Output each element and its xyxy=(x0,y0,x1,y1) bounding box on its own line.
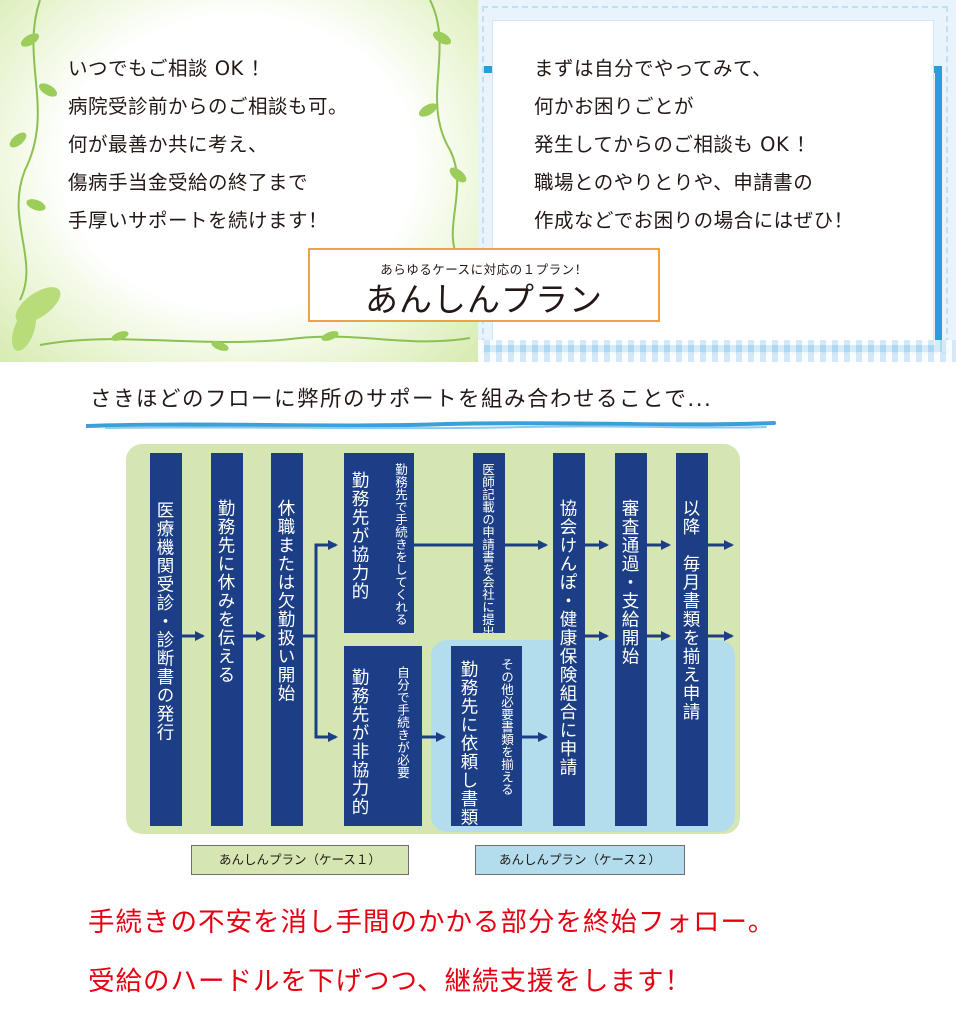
left-line: いつでもご相談 OK ！ xyxy=(68,57,271,80)
left-line: 手厚いサポートを続けます！ xyxy=(68,209,329,232)
step-employer-handles: 勤務先で手続きをしてくれる xyxy=(372,453,414,633)
right-line: 職場とのやりとりや、申請書の xyxy=(534,171,814,194)
step-other-documents: その他必要書類を揃える xyxy=(481,646,522,826)
right-line: 何かお困りごとが xyxy=(534,95,695,118)
left-line: 病院受診前からのご相談も可。 xyxy=(68,95,349,118)
step-uncooperative: 勤務先が非協力的 xyxy=(344,646,372,826)
step-notify-employer: 勤務先に休みを伝える xyxy=(211,453,243,826)
left-panel: いつでもご相談 OK ！ 病院受診前からのご相談も可。 何が最善か共に考え、 傷… xyxy=(0,0,478,362)
step-request-documents: 勤務先に依頼し書類入手 xyxy=(451,646,481,826)
closing-line-1: 手続きの不安を消し手間のかかる部分を終始フォロー。 xyxy=(88,907,776,938)
section-heading: さきほどのフローに弊所のサポートを組み合わせることで... xyxy=(90,387,713,412)
plan-title: あんしんプラン xyxy=(365,280,603,319)
right-panel-text: まずは自分でやってみて、 何かお困りごとが 発生してからのご相談も OK ！ 職… xyxy=(534,50,854,240)
step-doctor-form: 医師記載の申請書を会社に提出 xyxy=(473,453,505,633)
step-approval: 審査通過・支給開始 xyxy=(615,453,647,826)
step-cooperative: 勤務先が協力的 xyxy=(344,453,372,633)
legend-case2: あんしんプラン（ケース２） xyxy=(475,845,685,875)
legend-case1: あんしんプラン（ケース１） xyxy=(191,845,409,875)
right-line: 発生してからのご相談も OK ！ xyxy=(534,133,816,156)
step-leave-start: 休職または欠勤扱い開始 xyxy=(271,453,303,826)
vine-decoration xyxy=(9,0,471,351)
step-self-procedure: 自分で手続きが必要 xyxy=(372,646,422,826)
plan-box: あらゆるケースに対応の１プラン！ あんしんプラン xyxy=(308,248,660,322)
right-panel: まずは自分でやってみて、 何かお困りごとが 発生してからのご相談も OK ！ 職… xyxy=(478,0,956,362)
dotted-border xyxy=(478,340,956,362)
left-line: 傷病手当金受給の終了まで xyxy=(68,171,309,194)
right-line: まずは自分でやってみて、 xyxy=(534,57,773,80)
brush-underline xyxy=(86,421,776,430)
step-apply-insurance: 協会けんぽ・健康保険組合に申請 xyxy=(553,453,585,826)
plan-subtitle: あらゆるケースに対応の１プラン！ xyxy=(380,262,588,277)
right-line: 作成などでお困りの場合にはぜひ！ xyxy=(534,209,854,232)
left-line: 何が最善か共に考え、 xyxy=(68,133,269,156)
closing-line-2: 受給のハードルを下げつつ、継続支援をします！ xyxy=(88,966,692,997)
step-monthly-apply: 以降 毎月書類を揃え申請 xyxy=(676,453,708,826)
left-panel-text: いつでもご相談 OK ！ 病院受診前からのご相談も可。 何が最善か共に考え、 傷… xyxy=(68,50,348,240)
step-medical-exam: 医療機関受診・診断書の発行 xyxy=(150,453,182,826)
